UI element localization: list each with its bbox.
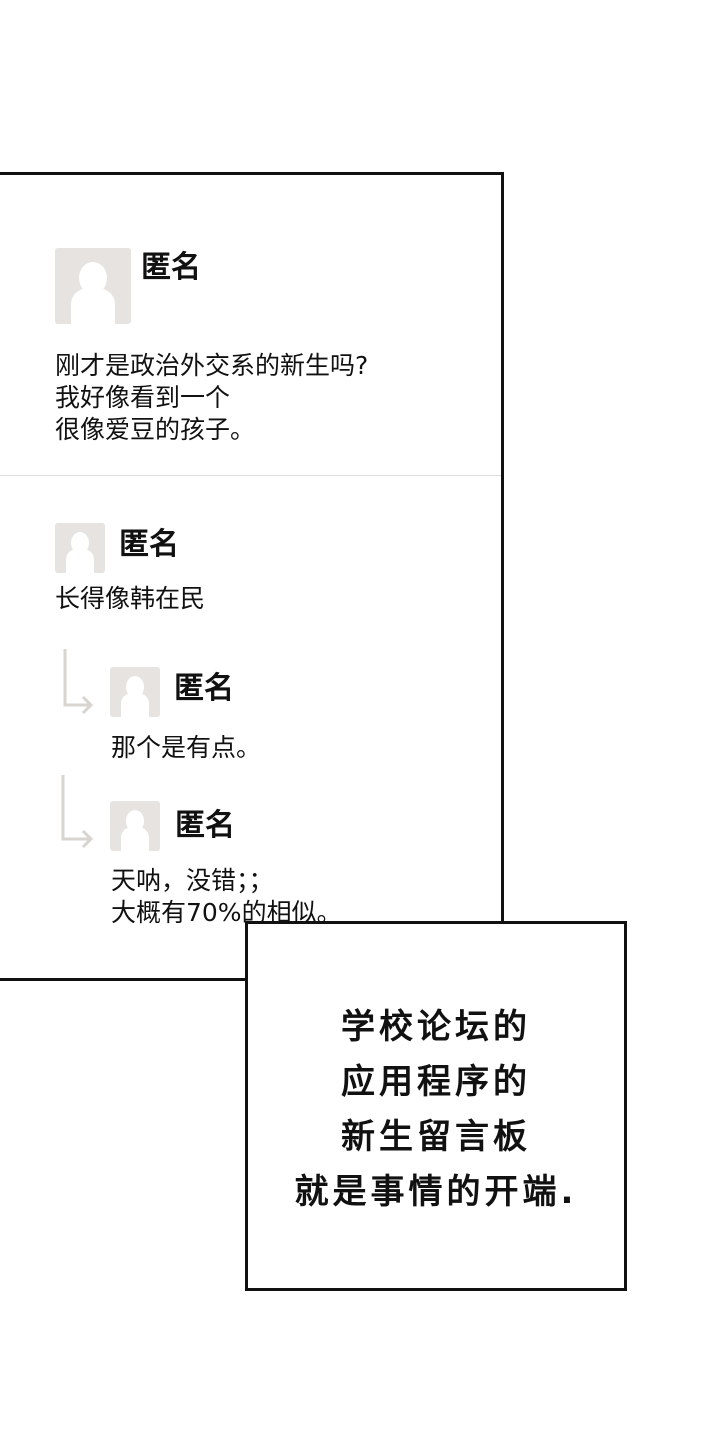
reply-body: 那个是有点。: [111, 733, 262, 762]
post-divider: [0, 475, 501, 476]
caption-line: 学校论坛的: [341, 1007, 531, 1047]
caption-line: 应用程序的: [341, 1062, 531, 1102]
reply-arrow-icon: [61, 775, 94, 849]
post-body: 长得像韩在民: [55, 584, 206, 613]
narration-caption-box: 学校论坛的 应用程序的 新生留言板 就是事情的开端.: [245, 921, 627, 1291]
reply-author: 匿名: [175, 808, 235, 843]
avatar-icon: [110, 801, 160, 851]
post-author: 匿名: [141, 250, 201, 285]
avatar-icon: [55, 248, 131, 324]
post-body: 刚才是政治外交系的新生吗? 我好像看到一个 很像爱豆的孩子。: [55, 351, 369, 444]
forum-panel: 匿名 刚才是政治外交系的新生吗? 我好像看到一个 很像爱豆的孩子。 匿名 长得像…: [0, 172, 504, 981]
avatar-icon: [110, 667, 160, 717]
reply-arrow-icon: [63, 649, 94, 715]
reply-body: 天呐，没错；； 大概有70%的相似。: [111, 866, 342, 927]
reply-author: 匿名: [174, 671, 234, 706]
caption-line: 就是事情的开端.: [294, 1172, 578, 1212]
post-author: 匿名: [119, 527, 179, 562]
caption-line: 新生留言板: [341, 1117, 531, 1157]
avatar-icon: [55, 523, 105, 573]
